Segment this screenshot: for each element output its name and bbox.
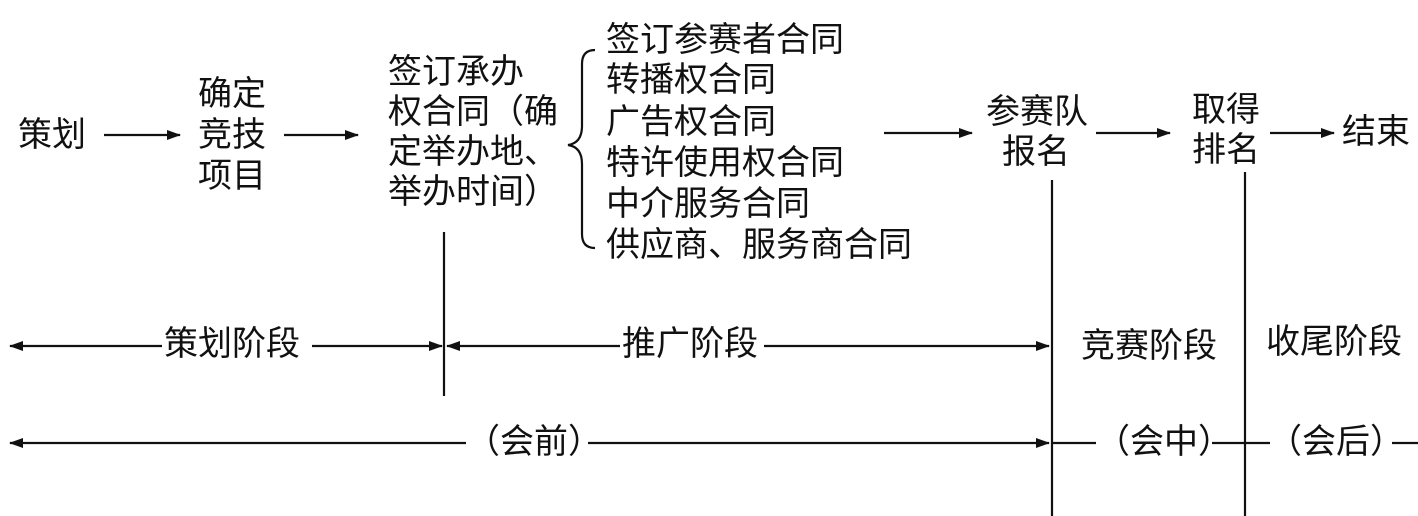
node-determine-project-line-3: 项目: [198, 156, 266, 196]
node-end: 结束: [1342, 112, 1410, 152]
contract-item: 签订参赛者合同: [606, 20, 844, 60]
node-sign-hosting-line-2: 权合同（确: [388, 92, 558, 132]
node-plan: 策划: [18, 115, 86, 155]
node-sign-hosting-line-1: 签订承办: [388, 52, 524, 92]
contract-item: 转播权合同: [606, 60, 776, 100]
contract-item: 供应商、服务商合同: [606, 225, 912, 265]
node-sign-hosting-line-3: 定举办地、: [388, 132, 558, 172]
period-after-label: （会后）: [1268, 422, 1404, 462]
period-during-label: （会中）: [1096, 422, 1232, 462]
node-sign-hosting-line-4: 举办时间）: [388, 172, 558, 212]
node-determine-project-line-1: 确定: [198, 74, 266, 114]
stage-planning-label: 策划阶段: [164, 324, 300, 364]
period-before-label: （会前）: [466, 422, 602, 462]
node-get-ranking-line-2: 排名: [1192, 130, 1260, 170]
contracts-brace: [567, 48, 596, 250]
node-determine-project-line-2: 竞技: [198, 115, 266, 155]
node-team-registration-line-1: 参赛队: [986, 92, 1088, 132]
node-get-ranking-line-1: 取得: [1192, 90, 1260, 130]
contract-item: 特许使用权合同: [606, 143, 844, 183]
node-team-registration-line-2: 报名: [1002, 132, 1070, 172]
stage-competition-label: 竞赛阶段: [1081, 326, 1217, 366]
stage-promotion-label: 推广阶段: [622, 324, 758, 364]
stage-closing-label: 收尾阶段: [1266, 322, 1402, 362]
contract-item: 中介服务合同: [606, 184, 810, 224]
contract-item: 广告权合同: [606, 102, 776, 142]
